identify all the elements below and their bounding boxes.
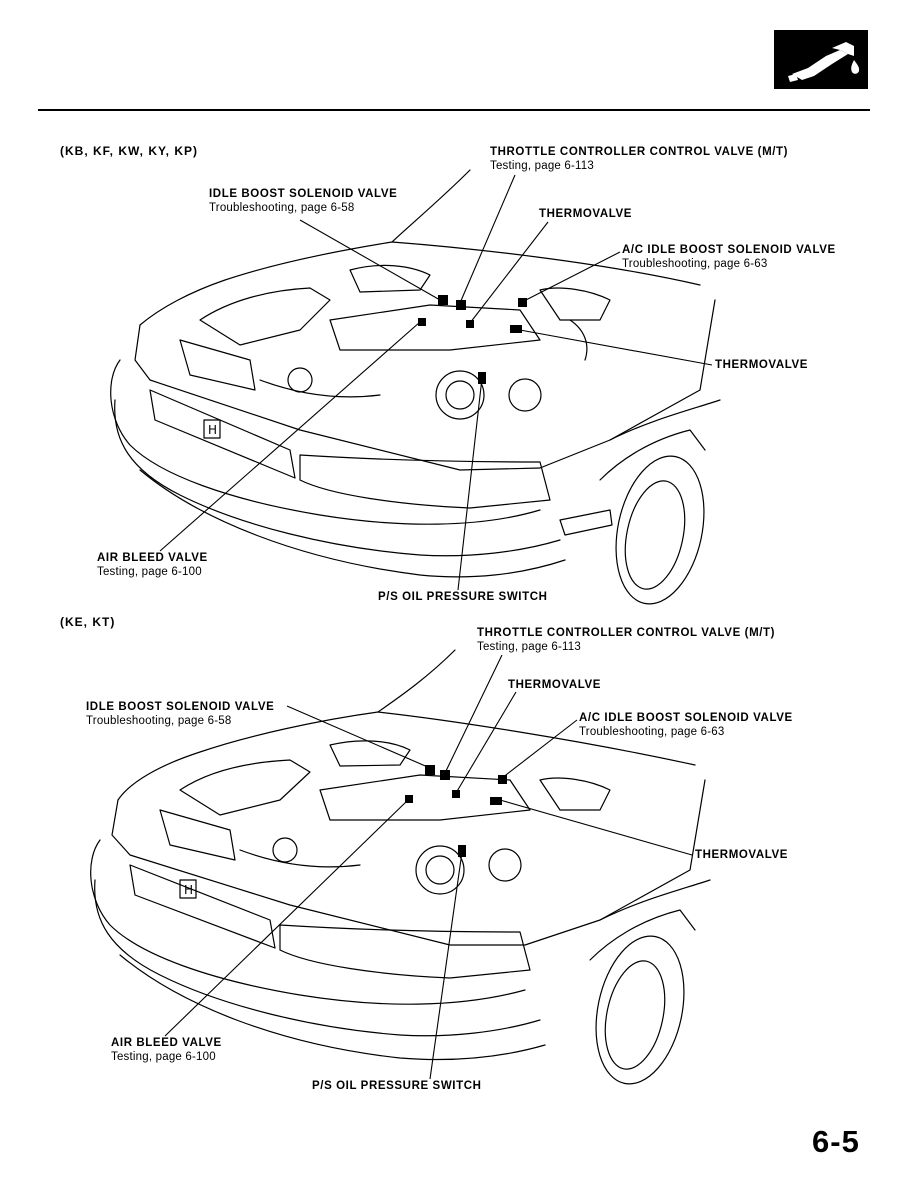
models-heading-top: (KB, KF, KW, KY, KP) [60, 144, 199, 158]
callout-title: P/S OIL PRESSURE SWITCH [312, 1080, 482, 1092]
callout-reference: Troubleshooting, page 6-63 [579, 726, 725, 738]
callout-title: THROTTLE CONTROLLER CONTROL VALVE (M/T) [490, 146, 789, 158]
callout-air-bleed-top: AIR BLEED VALVE Testing, page 6-100 [97, 551, 208, 579]
callout-throttle-valve-bottom: THROTTLE CONTROLLER CONTROL VALVE (M/T) … [477, 626, 775, 654]
callout-reference: Testing, page 6-113 [490, 160, 594, 172]
header-rule [38, 109, 870, 111]
callout-title: THROTTLE CONTROLLER CONTROL VALVE (M/T) [477, 627, 776, 639]
callout-title: A/C IDLE BOOST SOLENOID VALVE [622, 244, 836, 256]
car-illustration-top: H [110, 169, 721, 605]
leader-lines-top [159, 174, 713, 591]
callout-ps-switch-bottom: P/S OIL PRESSURE SWITCH [312, 1079, 482, 1093]
callout-reference: Testing, page 6-113 [477, 641, 581, 653]
callout-thermovalve-2-bottom: THERMOVALVE [695, 848, 788, 862]
callout-reference: Troubleshooting, page 6-63 [622, 258, 768, 270]
callout-reference: Troubleshooting, page 6-58 [86, 715, 232, 727]
callout-title: P/S OIL PRESSURE SWITCH [378, 591, 548, 603]
callout-throttle-valve-top: THROTTLE CONTROLLER CONTROL VALVE (M/T) … [490, 145, 788, 173]
callout-reference: Testing, page 6-100 [97, 566, 202, 578]
callout-thermovalve-1-bottom: THERMOVALVE [508, 678, 601, 692]
callout-thermovalve-1-top: THERMOVALVE [539, 207, 632, 221]
callout-title: IDLE BOOST SOLENOID VALVE [86, 701, 275, 713]
leader-lines-bottom [164, 654, 693, 1080]
page-number: 6-5 [812, 1124, 860, 1159]
callout-title: AIR BLEED VALVE [111, 1037, 222, 1049]
callout-reference: Testing, page 6-100 [111, 1051, 216, 1063]
callout-title: THERMOVALVE [539, 208, 633, 220]
callout-title: AIR BLEED VALVE [97, 552, 208, 564]
car-illustration-bottom: H [90, 649, 711, 1085]
callout-idle-boost-bottom: IDLE BOOST SOLENOID VALVE Troubleshootin… [86, 700, 274, 728]
callout-title: THERMOVALVE [715, 359, 809, 371]
callout-ac-idle-boost-bottom: A/C IDLE BOOST SOLENOID VALVE Troublesho… [579, 711, 793, 739]
callout-idle-boost-top: IDLE BOOST SOLENOID VALVE Troubleshootin… [209, 187, 397, 215]
callout-thermovalve-2-top: THERMOVALVE [715, 358, 808, 372]
callout-ac-idle-boost-top: A/C IDLE BOOST SOLENOID VALVE Troublesho… [622, 243, 836, 271]
callout-air-bleed-bottom: AIR BLEED VALVE Testing, page 6-100 [111, 1036, 222, 1064]
svg-text:H: H [184, 883, 193, 897]
callout-title: THERMOVALVE [695, 849, 789, 861]
callout-reference: Troubleshooting, page 6-58 [209, 202, 355, 214]
fuel-nozzle-icon [774, 30, 868, 89]
svg-text:H: H [208, 423, 217, 437]
models-heading-bottom: (KE, KT) [60, 615, 116, 629]
callout-title: IDLE BOOST SOLENOID VALVE [209, 188, 398, 200]
callout-ps-switch-top: P/S OIL PRESSURE SWITCH [378, 590, 548, 604]
callout-title: A/C IDLE BOOST SOLENOID VALVE [579, 712, 793, 724]
callout-title: THERMOVALVE [508, 679, 602, 691]
